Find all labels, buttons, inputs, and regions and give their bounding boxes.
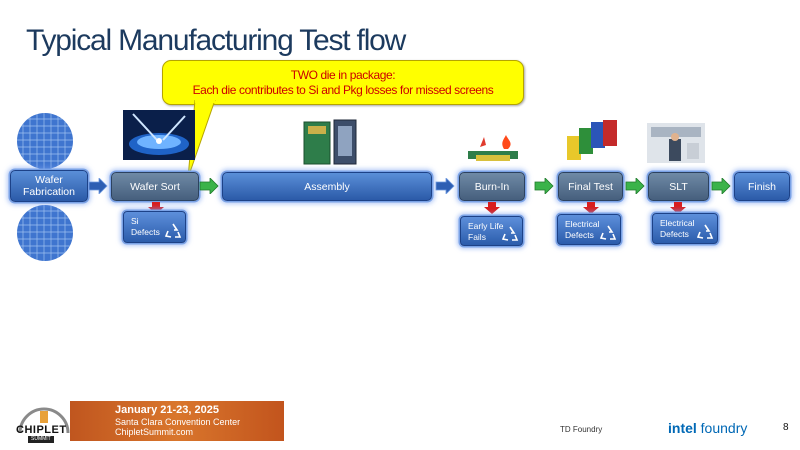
flow-arrow-slt-to-finish	[711, 178, 731, 194]
recycle-icon	[501, 226, 519, 241]
defect-box-final-test: Electrical Defects	[557, 214, 621, 245]
stage-wafer-fab-line2: Fabrication	[23, 186, 75, 198]
stage-final-test: Final Test	[558, 172, 623, 201]
down-arrow-final-test	[583, 202, 599, 214]
down-arrow-burnin	[484, 202, 500, 214]
brand-word-foundry: foundry	[700, 420, 748, 436]
flow-arrow-fab-to-sort	[88, 178, 108, 194]
stage-wafer-fabrication: Wafer Fabrication	[10, 170, 88, 202]
chiplet-summit-logo-graphic	[18, 407, 70, 434]
defect-box-si: Si Defects	[123, 211, 186, 243]
down-arrow-sort	[148, 202, 164, 214]
flow-arrow-burnin-to-final	[534, 178, 554, 194]
flow-arrow-final-to-slt	[625, 178, 645, 194]
final-test-bins-photo	[567, 120, 617, 160]
down-arrow-slt	[670, 202, 686, 214]
flow-arrow-sort-to-assembly	[199, 178, 219, 194]
flow-arrow-assembly-to-burnin	[435, 178, 455, 194]
stage-burn-in: Burn-In	[459, 172, 525, 201]
brand-word-intel: intel	[668, 420, 697, 436]
wafer-image-top	[17, 113, 73, 169]
stage-wafer-fab-line1: Wafer	[35, 174, 63, 186]
page-number: 8	[783, 422, 789, 433]
callout-line-1: TWO die in package:	[290, 68, 396, 82]
defect-si-line2: Defects	[131, 226, 160, 237]
assembly-photo	[303, 119, 357, 165]
chiplet-logo-text: CHIPLET	[16, 424, 67, 436]
defect-box-slt: Electrical Defects	[652, 213, 718, 244]
defect-final-test-line2: Defects	[565, 229, 594, 240]
stage-wafer-sort: Wafer Sort	[111, 172, 199, 201]
event-url: ChipletSummit.com	[115, 427, 194, 437]
defect-final-test-line1: Electrical	[565, 219, 600, 229]
defect-box-early-life: Early Life Fails	[460, 216, 523, 246]
recycle-icon	[599, 225, 617, 240]
slt-lab-photo	[647, 123, 705, 163]
wafer-image-bottom	[17, 205, 73, 261]
defect-slt-line2: Defects	[660, 228, 689, 239]
defect-slt-line1: Electrical	[660, 218, 695, 228]
recycle-icon	[164, 223, 182, 238]
stage-assembly: Assembly	[222, 172, 432, 201]
wafer-sort-photo	[123, 110, 195, 160]
callout-line-2: Each die contributes to Si and Pkg losse…	[192, 83, 494, 97]
stage-slt: SLT	[648, 172, 709, 201]
slide-title: Typical Manufacturing Test flow	[26, 24, 406, 57]
defect-early-life-line2: Fails	[468, 231, 486, 242]
event-dates: January 21-23, 2025	[115, 404, 219, 416]
stage-finish: Finish	[734, 172, 790, 201]
recycle-icon	[696, 224, 714, 239]
defect-si-line1: Si	[131, 216, 139, 226]
event-venue: Santa Clara Convention Center	[115, 417, 241, 427]
event-banner	[70, 401, 284, 441]
department-label: TD Foundry	[560, 425, 603, 434]
chiplet-logo-subtext: SUMMIT	[28, 436, 54, 443]
intel-foundry-logo: intel foundry	[668, 420, 747, 436]
callout-box: TWO die in package: Each die contributes…	[162, 60, 524, 105]
burn-in-photo	[468, 135, 518, 161]
defect-early-life-line1: Early Life	[468, 221, 504, 231]
